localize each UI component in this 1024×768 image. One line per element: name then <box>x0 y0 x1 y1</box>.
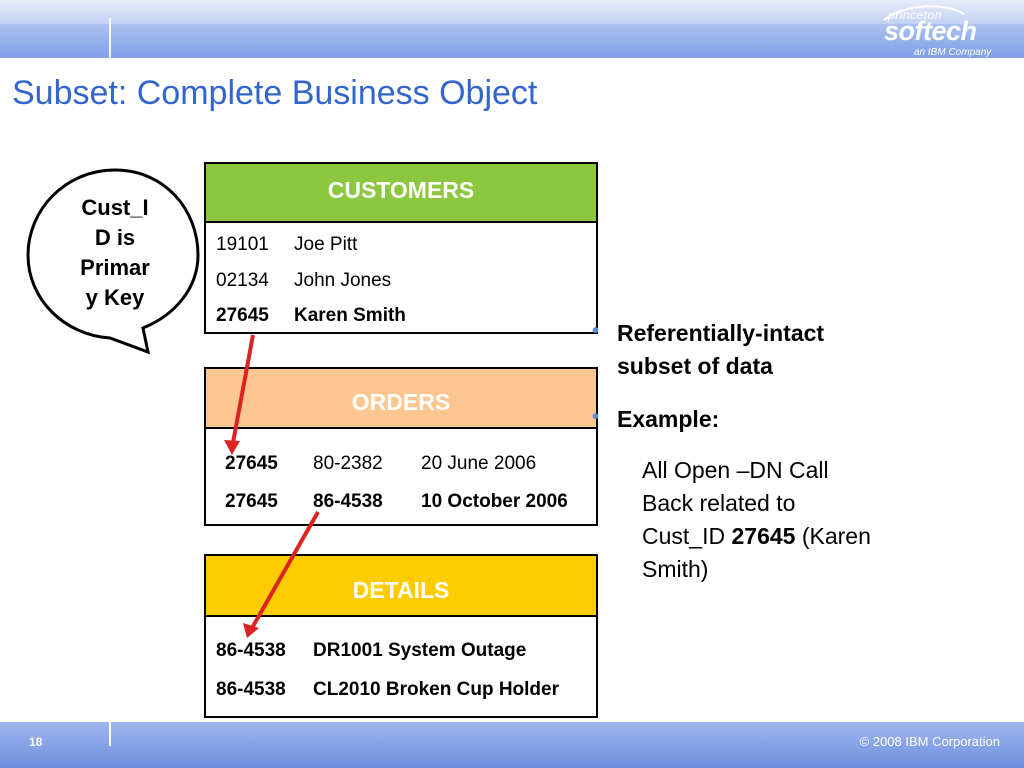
detail-order-number: 86-4538 <box>216 640 286 661</box>
detail-item: CL2010 Broken Cup Holder <box>313 679 559 700</box>
callout-text: Cust_I D is Primar y Key <box>60 193 170 313</box>
order-number: 80-2382 <box>313 453 383 474</box>
slide-title: Subset: Complete Business Object <box>12 74 538 112</box>
header-divider <box>109 18 111 58</box>
example-line-1: All Open –DN Call <box>642 454 972 487</box>
bullet-text: Referentially-intact <box>617 320 825 346</box>
customer-name: Joe Pitt <box>294 234 358 255</box>
customer-id: 19101 <box>216 234 269 255</box>
details-table-header: DETAILS <box>206 556 596 617</box>
orders-table-header: ORDERS <box>206 369 596 429</box>
order-date: 20 June 2006 <box>421 453 537 474</box>
customers-table: CUSTOMERS 19101 Joe Pitt 02134 John Jone… <box>204 162 598 334</box>
details-table: DETAILS 86-4538 DR1001 System Outage 86-… <box>204 554 598 718</box>
logo-swoosh-icon <box>883 5 965 21</box>
example-line-2: Back related to <box>642 490 796 516</box>
callout-line: y Key <box>85 285 145 310</box>
bullet-dot-icon: • <box>592 406 600 428</box>
example-line-3: Cust_ID 27645 (Karen <box>642 520 972 553</box>
callout-line: D is <box>94 225 136 250</box>
orders-table: ORDERS 27645 80-2382 20 June 2006 27645 … <box>204 367 598 526</box>
footer-divider <box>109 722 111 746</box>
order-date: 10 October 2006 <box>421 491 568 512</box>
example-text: All Open –DN Call Back related to Cust_I… <box>642 454 972 586</box>
header-sheen <box>0 0 1024 24</box>
detail-item: DR1001 System Outage <box>313 640 527 661</box>
customer-name: John Jones <box>294 270 392 291</box>
example-rest: DN Call <box>749 457 829 483</box>
logo-princeton-text: princeton <box>888 8 942 22</box>
bullet-text: Example: <box>617 406 720 432</box>
callout-line: Primar <box>80 255 150 280</box>
example-custid-suffix: (Karen <box>795 523 871 549</box>
bullet-dot-icon: • <box>592 320 600 342</box>
page-number: 18 <box>29 735 43 749</box>
order-cust-id: 27645 <box>225 491 278 512</box>
header-bar: princeton softech an IBM Company <box>0 0 1024 58</box>
customer-id: 02134 <box>216 270 269 291</box>
example-custid-value: 27645 <box>731 523 796 549</box>
bullet-text: subset of data <box>617 353 773 379</box>
customer-id: 27645 <box>216 305 269 326</box>
softech-logo: princeton softech an IBM Company <box>844 2 1004 58</box>
example-custid-label: Cust_ID <box>642 523 732 549</box>
example-prefix: All Open <box>642 457 737 483</box>
example-dash: – <box>736 457 750 483</box>
logo-softech-text: softech <box>884 16 977 46</box>
detail-order-number: 86-4538 <box>216 679 286 700</box>
example-line-4: Smith) <box>642 556 709 582</box>
logo-ibm-text: an IBM Company <box>914 47 992 58</box>
copyright-text: © 2008 IBM Corporation <box>859 734 1000 749</box>
footer-bar: 18 © 2008 IBM Corporation <box>0 722 1024 768</box>
order-cust-id: 27645 <box>225 453 278 474</box>
order-number: 86-4538 <box>313 491 383 512</box>
customers-table-header: CUSTOMERS <box>206 164 596 223</box>
callout-line: Cust_I <box>81 195 149 220</box>
customer-name: Karen Smith <box>294 305 406 326</box>
